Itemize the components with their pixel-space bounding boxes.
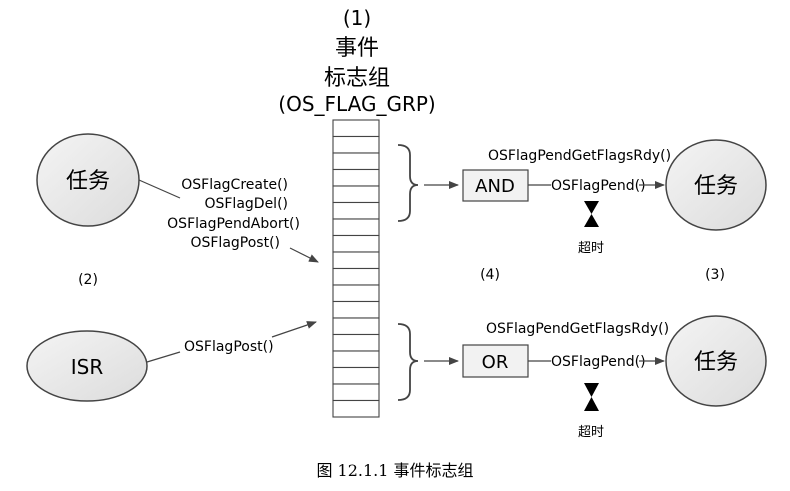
flag-cell — [332, 399, 380, 418]
task-left-number: (2) — [78, 272, 98, 288]
isr-label: ISR — [71, 355, 104, 379]
flag-stack — [332, 119, 380, 418]
task-left-label: 任务 — [66, 169, 110, 194]
flag-cell — [332, 234, 380, 253]
call-flag-pend-abort: OSFlagPendAbort() — [167, 216, 300, 232]
call-flag-del: OSFlagDel() — [204, 196, 288, 212]
flag-cell — [332, 119, 380, 138]
and-timeout-hourglass-icon — [584, 201, 599, 227]
task-connector-line — [138, 179, 181, 199]
group-code: (OS_FLAG_GRP) — [278, 92, 435, 116]
upper-brace — [397, 144, 419, 222]
or-timeout-hourglass-icon — [584, 383, 599, 411]
flag-cell — [332, 168, 380, 187]
and-gate-box — [462, 169, 529, 202]
and-rdy-call: OSFlagPendGetFlagsRdy() — [488, 148, 671, 164]
flag-cell — [332, 152, 380, 171]
flag-cell — [332, 366, 380, 385]
and-timeout-label: 超时 — [578, 241, 604, 256]
flag-cell — [332, 350, 380, 369]
and-pend-call: OSFlagPend() — [551, 178, 646, 194]
or-gate-box — [462, 344, 529, 378]
flag-cell — [332, 218, 380, 237]
number-4: (4) — [480, 267, 500, 283]
or-rdy-call: OSFlagPendGetFlagsRdy() — [486, 321, 669, 337]
figure-caption: 图 12.1.1 事件标志组 — [316, 461, 473, 480]
isr-post-arrow — [271, 321, 317, 338]
group-number: (1) — [343, 6, 371, 30]
flag-cell — [332, 201, 380, 220]
isr-circle — [26, 330, 148, 402]
call-flag-create: OSFlagCreate() — [181, 177, 288, 193]
call-flag-post-isr: OSFlagPost() — [184, 339, 274, 355]
task-and-circle — [665, 139, 767, 231]
group-title-line2: 标志组 — [324, 66, 390, 91]
lower-brace — [397, 323, 419, 401]
task-calls: OSFlagCreate() OSFlagDel() OSFlagPendAbo… — [167, 177, 300, 251]
isr-connector-line — [146, 351, 181, 363]
flag-cell — [332, 383, 380, 402]
or-gate-label: OR — [482, 352, 509, 373]
flag-cell — [332, 135, 380, 154]
flag-cell — [332, 185, 380, 204]
flag-cell — [332, 300, 380, 319]
or-pend-call: OSFlagPend() — [551, 354, 646, 370]
flag-cell — [332, 317, 380, 336]
task-and-label: 任务 — [694, 174, 738, 199]
task-or-label: 任务 — [694, 350, 738, 375]
task-post-arrow — [289, 247, 319, 263]
flag-cell — [332, 333, 380, 352]
or-timeout-label: 超时 — [578, 425, 604, 440]
call-flag-post-task: OSFlagPost() — [190, 235, 280, 251]
flag-cell — [332, 251, 380, 270]
flag-cell — [332, 267, 380, 286]
and-gate-label: AND — [475, 176, 515, 197]
group-title-line1: 事件 — [335, 36, 379, 61]
number-3: (3) — [705, 267, 725, 283]
task-or-circle — [665, 315, 767, 407]
flag-cell — [332, 284, 380, 303]
